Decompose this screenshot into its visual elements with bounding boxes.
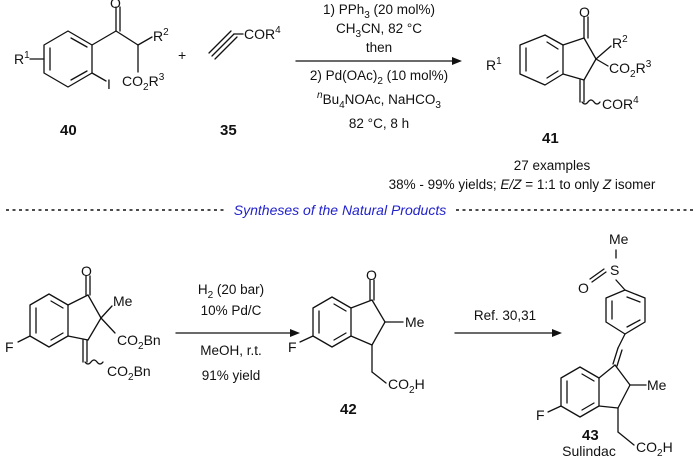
top-reaction-arrow <box>295 57 462 65</box>
compound-43-structure <box>547 249 647 446</box>
ester-label-sm-1: CO2Bn <box>117 332 161 352</box>
sulfur-label: S <box>610 262 619 278</box>
iodo-label-40: I <box>107 76 111 92</box>
compound-number-42: 42 <box>340 401 357 418</box>
methyl-label-sulfoxide: Me <box>609 231 629 247</box>
acid-label-43: CO2H <box>636 439 673 458</box>
cor4-label-35: COR4 <box>244 25 281 42</box>
condition-line-2: CH3CN, 82 °C <box>336 21 422 40</box>
acid-label-42: CO2H <box>388 376 425 396</box>
r1-label-41: R1 <box>486 56 502 73</box>
compound-number-43: 43 <box>582 427 599 444</box>
carbonyl-oxygen-sm: O <box>81 263 92 279</box>
results-count: 27 examples <box>514 158 591 173</box>
methyl-label-42: Me <box>405 314 425 330</box>
methyl-label-sm: Me <box>113 293 133 309</box>
compound-42-structure <box>299 279 404 384</box>
r1-label-40: R1 <box>14 50 30 67</box>
condition-line-5: nBu4NOAc, NaHCO3 <box>317 90 441 111</box>
compound-number-41: 41 <box>542 130 559 147</box>
condition-line-1: 1) PPh3 (20 mol%) <box>323 2 435 21</box>
carbonyl-oxygen-41: O <box>579 4 590 20</box>
cond1-line-2: 10% Pd/C <box>201 303 262 318</box>
cond1-line-3: MeOH, r.t. <box>200 343 262 358</box>
ester-label-41: CO2R3 <box>609 59 652 80</box>
compound-number-40: 40 <box>60 122 77 139</box>
cond2-reference: Ref. 30,31 <box>474 308 536 323</box>
bottom-arrow-1 <box>175 329 300 337</box>
carbonyl-oxygen-42: O <box>366 267 377 283</box>
bottom-sm-structure <box>17 275 116 365</box>
cond1-line-1: H2 (20 bar) <box>198 282 264 301</box>
plus-sign: + <box>178 47 186 63</box>
condition-line-6: 82 °C, 8 h <box>349 116 409 131</box>
compound-35-structure <box>208 30 244 60</box>
r2-label-41: R2 <box>612 34 628 51</box>
compound-41-structure <box>519 16 612 105</box>
ester-label-40: CO2R3 <box>122 72 165 93</box>
methyl-label-43: Me <box>647 377 667 393</box>
carbonyl-oxygen-40: O <box>110 0 121 11</box>
cor4-label-41: COR4 <box>602 95 639 112</box>
compound-40-structure <box>29 6 153 88</box>
r2-label-40: R2 <box>153 27 169 44</box>
cond1-line-4: 91% yield <box>202 368 261 383</box>
section-title: Syntheses of the Natural Products <box>234 202 446 218</box>
fluorine-label-sm: F <box>5 339 14 355</box>
compound-name-sulindac: Sulindac <box>562 443 616 458</box>
fluorine-label-42: F <box>288 339 297 355</box>
results-yields: 38% - 99% yields; E/Z = 1:1 to only Z is… <box>389 177 656 192</box>
benzene-ring-40 <box>43 30 93 88</box>
sulfoxide-oxygen-label: O <box>578 280 589 296</box>
ester-label-sm-2: CO2Bn <box>107 363 151 383</box>
bottom-arrow-2 <box>454 329 562 337</box>
condition-line-3: then <box>366 40 392 55</box>
compound-number-35: 35 <box>220 122 237 139</box>
fluorine-label-43: F <box>536 407 545 423</box>
condition-line-4: 2) Pd(OAc)2 (10 mol%) <box>310 68 448 87</box>
